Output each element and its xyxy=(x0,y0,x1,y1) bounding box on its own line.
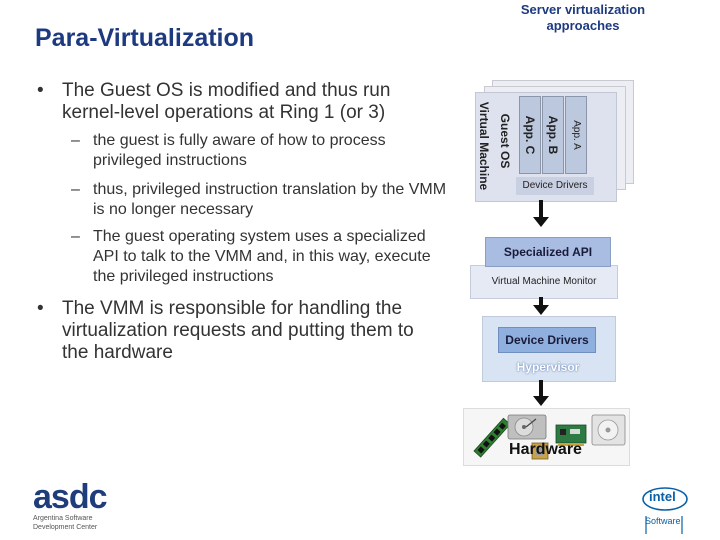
intel-swoosh-icon xyxy=(642,487,688,534)
arrow-shaft xyxy=(539,200,543,218)
intel-software-logo: intel Software xyxy=(640,482,690,534)
guest-os-label: Guest OS xyxy=(498,113,512,169)
sub-bullet-dash: – xyxy=(71,181,80,198)
sub-bullet-api: – The guest operating system uses a spec… xyxy=(71,227,438,287)
optical-drive-icon xyxy=(591,414,626,446)
bullet-guest-os: • The Guest OS is modified and thus run … xyxy=(37,80,442,124)
sub-bullet-translation-text: thus, privileged instruction translation… xyxy=(93,181,447,218)
hardware-box xyxy=(463,408,630,466)
cpu-icon xyxy=(531,442,549,460)
asdc-logo: asdc Argentina Software Development Cent… xyxy=(33,478,107,532)
asdc-logo-subtitle-1: Argentina Software xyxy=(33,515,93,522)
hard-drive-icon xyxy=(507,414,547,440)
bullet-vmm: • The VMM is responsible for handling th… xyxy=(37,298,442,364)
slide-title: Para-Virtualization xyxy=(35,24,255,52)
sub-bullet-api-text: The guest operating system uses a specia… xyxy=(93,228,431,285)
sub-bullet-aware: – the guest is fully aware of how to pro… xyxy=(71,131,438,171)
intel-software-text: Software xyxy=(645,516,681,526)
specialized-api-box: Specialized API xyxy=(485,237,611,267)
bullet-dot: • xyxy=(37,298,44,319)
asdc-logo-subtitle-2: Development Center xyxy=(33,524,98,531)
app-a-box: App. A xyxy=(565,96,587,174)
sub-bullet-dash: – xyxy=(71,132,80,149)
arrow-shaft xyxy=(539,380,543,398)
arrow-down-icon xyxy=(533,217,549,227)
arrow-down-icon xyxy=(533,396,549,406)
expansion-card-icon xyxy=(555,424,587,446)
guest-os-box: Guest OS xyxy=(495,96,515,186)
app-c-label: App. C xyxy=(523,115,537,155)
sub-bullet-translation: – thus, privileged instruction translati… xyxy=(71,180,448,220)
app-a-label: App. A xyxy=(571,120,582,150)
arrow-shaft xyxy=(539,297,543,307)
vm-device-drivers: Device Drivers xyxy=(516,177,594,195)
vm-label: Virtual Machine xyxy=(477,101,491,191)
app-b-label: App. B xyxy=(546,115,560,155)
sub-bullet-aware-text: the guest is fully aware of how to proce… xyxy=(93,132,386,169)
bullet-vmm-text: The VMM is responsible for handling the … xyxy=(62,298,414,363)
bullet-dot: • xyxy=(37,80,44,101)
app-c-box: App. C xyxy=(519,96,541,174)
sub-bullet-dash: – xyxy=(71,228,80,245)
hypervisor-device-drivers: Device Drivers xyxy=(498,327,596,353)
arrow-down-icon xyxy=(533,305,549,315)
hypervisor-label: Hypervisor xyxy=(516,360,580,374)
hardware-components-icon xyxy=(473,414,626,460)
bullet-guest-os-text: The Guest OS is modified and thus run ke… xyxy=(62,80,391,123)
ram-icon xyxy=(473,417,511,458)
vmm-label: Virtual Machine Monitor xyxy=(491,276,597,287)
hardware-label: Hardware xyxy=(509,441,582,458)
intel-logo-text: intel xyxy=(649,489,676,504)
section-label: Server virtualization approaches xyxy=(520,2,646,33)
vmm-layer: Virtual Machine Monitor xyxy=(470,265,618,299)
asdc-logo-text: asdc xyxy=(33,478,107,516)
vm-label-box: Virtual Machine xyxy=(475,96,493,196)
app-b-box: App. B xyxy=(542,96,564,174)
